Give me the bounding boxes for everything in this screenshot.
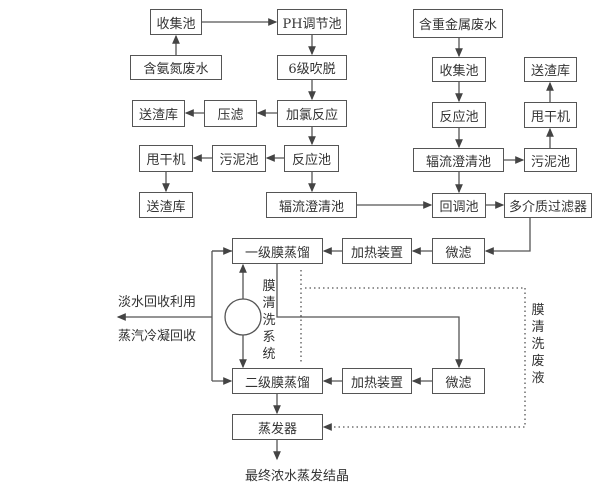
stripping-stage: 6级吹脱 [277,55,347,80]
slag-storage-2: 送渣库 [139,192,193,218]
heater-1: 加热装置 [342,238,412,264]
collect-pool-left: 收集池 [150,9,202,35]
chlorination-reaction: 加氯反应 [277,100,347,127]
ph-adjust-pool: PH调节池 [277,9,347,35]
clarifier-right: 辐流澄清池 [413,148,504,172]
cleaning-pump-icon [224,298,262,336]
slag-storage-1: 送渣库 [132,100,185,127]
microfilter-1: 微滤 [432,238,485,264]
press-filter: 压滤 [204,100,257,127]
sludge-pool-left: 污泥池 [212,145,266,172]
reaction-pool-right: 反应池 [432,102,486,128]
dryer-left: 甩干机 [139,145,193,172]
collect-pool-right: 收集池 [432,57,486,82]
ammonia-wastewater: 含氨氮废水 [130,55,222,80]
final-crystallization-label: 最终浓水蒸发结晶 [245,469,350,484]
heater-2: 加热装置 [342,368,412,394]
membrane-distillation-2: 二级膜蒸馏 [232,368,323,394]
steam-condensate-label: 蒸汽冷凝回收 [118,329,197,344]
evaporator: 蒸发器 [232,414,323,440]
fresh-water-recovery-label: 淡水回收利用 [118,295,197,310]
cleaning-waste-label: 膜清洗废液 [531,303,545,386]
sludge-pool-right: 污泥池 [524,148,577,172]
dryer-right: 甩干机 [524,102,577,128]
clarifier-left: 辐流澄清池 [266,192,357,218]
heavy-metal-wastewater: 含重金属废水 [413,9,503,38]
slag-storage-right: 送渣库 [524,57,577,82]
reaction-pool-left: 反应池 [284,145,339,172]
cleaning-system-label: 膜清洗系统 [262,279,276,362]
microfilter-2: 微滤 [432,368,485,394]
return-pool: 回调池 [432,193,486,218]
membrane-distillation-1: 一级膜蒸馏 [232,238,323,264]
multimedia-filter: 多介质过滤器 [504,193,592,218]
